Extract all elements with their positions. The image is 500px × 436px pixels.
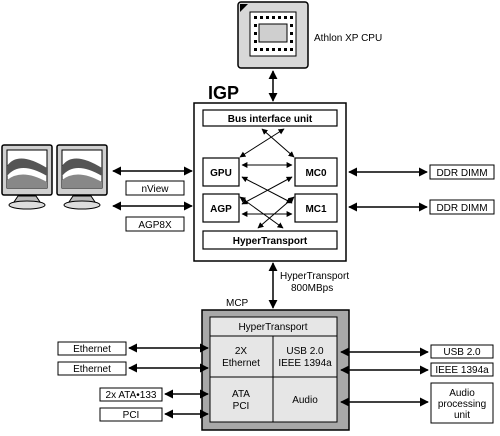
ata-label: 2x ATA•133: [106, 390, 157, 401]
gpu-label: GPU: [210, 168, 232, 179]
mcp-ata-line2: PCI: [233, 401, 250, 412]
mcp-usb-line1: USB 2.0: [286, 346, 324, 357]
gpu-box: [202, 157, 240, 187]
mcp-audio-cell: [272, 376, 338, 423]
mcp-usb-cell: [272, 335, 338, 378]
audio-processing-unit-box: [430, 382, 494, 424]
link-label-line2: 800MBps: [291, 283, 333, 294]
mc1-box: [294, 193, 338, 223]
mcp-title: MCP: [226, 298, 249, 309]
igp-hypertransport-box: [202, 230, 338, 250]
agp-label: AGP: [210, 204, 232, 215]
ddr-dimm-label-top: DDR DIMM: [436, 168, 487, 179]
ddr-dimm-box-top: [429, 164, 495, 180]
usb-box: [430, 344, 494, 359]
bus-interface-unit-label: Bus interface unit: [228, 114, 313, 125]
mcp-ata-line1: ATA: [232, 389, 250, 400]
monitor-icon: [56, 144, 108, 210]
igp-hypertransport-label: HyperTransport: [233, 236, 308, 247]
ata-box: [99, 387, 163, 402]
usb-label: USB 2.0: [443, 347, 481, 358]
nview-label: nView: [141, 184, 169, 195]
agp8x-label: AGP8X: [138, 220, 172, 231]
ethernet-label-1: Ethernet: [73, 344, 111, 355]
cpu-label: Athlon XP CPU: [314, 33, 382, 44]
bus-interface-unit-box: [202, 109, 338, 127]
nview-box: [125, 180, 185, 196]
mcp-ethernet-cell: [209, 335, 274, 378]
agp8x-box: [125, 216, 185, 232]
mc0-label: MC0: [305, 168, 327, 179]
mcp-hypertransport-label: HyperTransport: [238, 322, 307, 333]
pci-label: PCI: [123, 410, 140, 421]
audio-unit-line3: unit: [454, 410, 470, 421]
cpu-chip-icon: [237, 1, 309, 69]
ethernet-box-1: [57, 341, 127, 356]
ddr-dimm-box-bottom: [429, 199, 495, 215]
ethernet-label-2: Ethernet: [73, 364, 111, 375]
ddr-dimm-label-bottom: DDR DIMM: [436, 203, 487, 214]
igp-crossbar-arrows: [239, 128, 295, 229]
mcp-ethernet-line2: Ethernet: [222, 358, 260, 369]
ethernet-box-2: [57, 361, 127, 376]
mcp-ethernet-line1: 2X: [235, 346, 248, 357]
igp-title: IGP: [208, 83, 239, 103]
mc1-label: MC1: [305, 204, 327, 215]
mcp-audio-label: Audio: [292, 395, 318, 406]
monitor-icon: [1, 144, 53, 210]
pci-box: [99, 407, 163, 422]
mcp-ata-cell: [209, 376, 274, 423]
ieee-box: [430, 362, 494, 377]
agp-box: [202, 193, 240, 223]
link-label-line1: HyperTransport: [280, 271, 349, 282]
mc0-box: [294, 157, 338, 187]
mcp-usb-line2: IEEE 1394a: [278, 358, 332, 369]
audio-unit-line1: Audio: [449, 388, 475, 399]
ieee-label: IEEE 1394a: [435, 365, 489, 376]
audio-unit-line2: processing: [438, 399, 486, 410]
